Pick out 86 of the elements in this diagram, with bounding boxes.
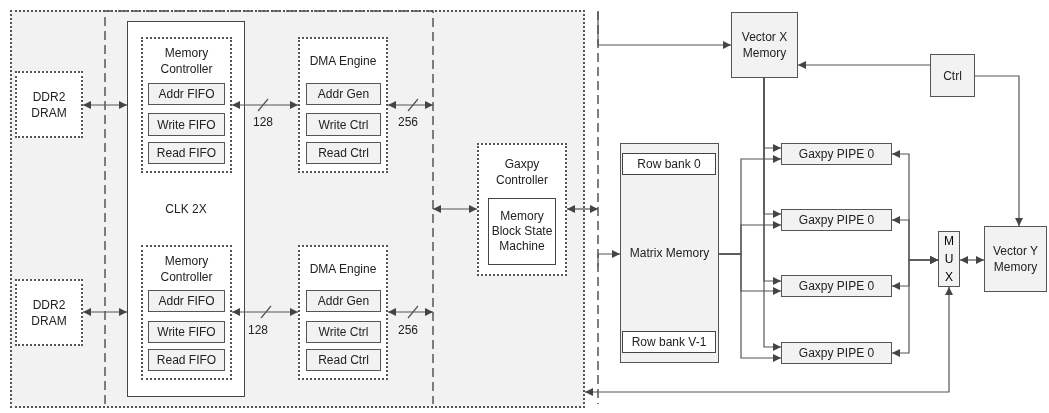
arrow	[597, 11, 732, 49]
box-label: CLK 2X	[165, 201, 207, 217]
arrow	[387, 101, 434, 109]
box-label: Read FIFO	[156, 352, 217, 368]
edge-label: 256	[397, 115, 419, 129]
mux-box	[938, 231, 960, 287]
memory-box	[731, 12, 798, 78]
box-label: Vector X Memory	[740, 29, 789, 61]
box	[148, 321, 225, 343]
box	[148, 83, 225, 105]
dram-box	[15, 71, 83, 138]
arrow	[584, 286, 953, 396]
dram-box	[15, 279, 83, 346]
box-label: Write FIFO	[157, 324, 216, 340]
memory-box	[620, 143, 719, 363]
fpga-region	[10, 10, 585, 408]
pipe-box	[781, 275, 892, 297]
pipe-box	[781, 143, 892, 165]
box-label: Write Ctrl	[318, 116, 369, 133]
box-label: MUX	[943, 233, 955, 286]
box-label: Gaxpy Controller	[495, 155, 549, 188]
box-label: Addr FIFO	[158, 293, 215, 309]
arrow	[387, 308, 434, 316]
box	[148, 290, 225, 312]
box-label: Read Ctrl	[318, 145, 369, 161]
box	[306, 290, 381, 312]
controller-box	[477, 143, 567, 276]
arrow	[891, 256, 939, 357]
box	[306, 113, 381, 136]
memory-box	[984, 226, 1047, 292]
arrow	[231, 308, 299, 316]
box-label: Memory Controller	[159, 45, 214, 77]
box	[306, 321, 381, 343]
box	[306, 142, 381, 164]
box-label: Gaxpy PIPE 0	[798, 278, 875, 294]
box	[148, 142, 225, 164]
box-label: Read FIFO	[156, 145, 217, 161]
box	[306, 349, 381, 371]
edge-label: 128	[247, 323, 269, 337]
box	[306, 83, 381, 105]
arrow	[959, 256, 985, 264]
pipe-box	[781, 209, 892, 231]
engine-box	[298, 245, 388, 380]
box-label: Row bank 0	[637, 156, 701, 172]
box	[148, 349, 225, 371]
state-machine-box	[488, 198, 556, 265]
box-label: DDR2 DRAM	[30, 296, 68, 329]
row-bank-box	[622, 331, 716, 353]
box-label: Memory Controller	[159, 252, 214, 285]
arrow	[432, 205, 478, 213]
box-label: DMA Engine	[309, 260, 377, 277]
arrow	[718, 253, 782, 362]
box-label: Ctrl	[943, 67, 962, 84]
arrow	[231, 101, 299, 109]
ctrl-box	[930, 54, 975, 97]
box-label: Write Ctrl	[318, 324, 369, 340]
box-label: Read Ctrl	[318, 352, 369, 368]
controller-box	[141, 37, 232, 173]
pipe-box	[781, 342, 892, 364]
box-label: Vector Y Memory	[991, 243, 1040, 275]
controller-box	[141, 245, 232, 380]
arrow	[974, 75, 1023, 227]
box-label: Addr FIFO	[158, 86, 215, 102]
arrow	[597, 250, 621, 268]
box	[148, 113, 225, 136]
box-label: Gaxpy PIPE 0	[798, 146, 875, 162]
box-label: Matrix Memory	[629, 245, 710, 261]
arrow	[566, 205, 599, 213]
row-bank-box	[622, 153, 716, 175]
box-label: Gaxpy PIPE 0	[798, 212, 875, 228]
box-label: DMA Engine	[309, 53, 377, 69]
box-label: Row bank V-1	[631, 334, 707, 350]
edge-label: 256	[397, 323, 419, 337]
arrow	[797, 61, 931, 69]
box-label: Write FIFO	[157, 116, 216, 133]
box-label: Addr Gen	[317, 86, 370, 102]
box-label: Gaxpy PIPE 0	[798, 345, 875, 361]
box-label: Addr Gen	[317, 293, 370, 309]
clock-domain-box	[127, 21, 245, 397]
arrow	[82, 101, 128, 109]
arrow	[82, 308, 128, 316]
engine-box	[298, 37, 388, 173]
arrow	[763, 77, 782, 351]
box-label: DDR2 DRAM	[30, 88, 68, 121]
box-label: Memory Block State Machine	[491, 209, 553, 254]
edge-label: 128	[252, 115, 274, 129]
